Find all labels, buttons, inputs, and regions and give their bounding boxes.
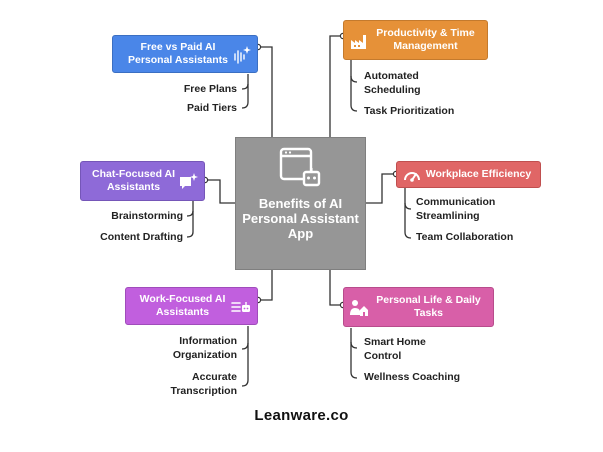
link-chat [205, 179, 235, 204]
link-paid-tiers [241, 74, 249, 109]
leaf-free-plans: Free Plans [183, 83, 237, 95]
link-productivity [329, 35, 343, 137]
person-home-icon [350, 300, 368, 316]
leaf-smart-home-control-1: Smart Home [364, 336, 426, 348]
link-smart-home [350, 341, 358, 349]
category-label: Workplace Efficiency [425, 168, 532, 180]
link-work [258, 270, 273, 301]
link-personal [329, 270, 343, 306]
leaf-paid-tiers: Paid Tiers [187, 102, 237, 114]
leaf-accurate-transcription-2: Transcription [170, 385, 237, 397]
center-node: Benefits of AI Personal Assistant App [235, 137, 366, 270]
leaf-wellness-coaching: Wellness Coaching [364, 371, 461, 383]
gauge-icon [404, 172, 420, 182]
category-chat: Chat-Focused AI Assistants [80, 161, 205, 201]
category-label: Free vs Paid AI Personal Assistants [128, 41, 228, 66]
leaf-accurate-transcription-1: Accurate [192, 371, 237, 383]
link-content-drafting [186, 200, 194, 238]
link-automated-scheduling [350, 75, 358, 83]
robot-window-icon [279, 147, 321, 187]
leaf-information-organization-1: Information [179, 335, 237, 347]
center-title: Benefits of AI Personal Assistant App [242, 196, 359, 241]
leaf-team-collaboration: Team Collaboration [416, 231, 514, 243]
link-brainstorming [186, 210, 194, 217]
category-free-vs-paid: Free vs Paid AI Personal Assistants [112, 35, 258, 73]
chat-sparkle-icon [180, 173, 198, 189]
leaf-brainstorming: Brainstorming [111, 210, 183, 222]
category-personal: Personal Life & Daily Tasks [343, 287, 494, 327]
leaf-automated-scheduling-1: Automated [364, 70, 419, 82]
link-free-plans [241, 83, 249, 90]
link-task-prioritization [350, 60, 358, 112]
list-robot-icon [231, 302, 250, 312]
category-label: Productivity & Time Management [376, 27, 475, 52]
leaf-communication-streamlining-2: Streamlining [416, 210, 480, 222]
category-label: Work-Focused AI Assistants [139, 293, 226, 318]
link-workplace [366, 173, 396, 204]
category-productivity: Productivity & Time Management [343, 20, 488, 60]
leaf-content-drafting: Content Drafting [100, 231, 183, 243]
sound-wave-sparkle-icon [234, 46, 251, 64]
link-free-vs-paid [258, 46, 273, 137]
category-label: Chat-Focused AI Assistants [91, 168, 176, 193]
link-communication [404, 202, 412, 210]
factory-icon [351, 35, 366, 49]
leaf-smart-home-control-2: Control [364, 350, 402, 362]
link-transcription [241, 326, 249, 387]
leaf-automated-scheduling-2: Scheduling [364, 84, 421, 96]
leaf-information-organization-2: Organization [172, 349, 237, 361]
category-label: Personal Life & Daily Tasks [376, 294, 481, 319]
leaf-communication-streamlining-1: Communication [416, 196, 496, 208]
link-wellness [350, 328, 358, 379]
link-information [241, 342, 249, 350]
brand-footer: Leanware.co [254, 407, 349, 424]
category-workplace: Workplace Efficiency [396, 161, 541, 188]
leaf-task-prioritization: Task Prioritization [364, 105, 455, 117]
category-work: Work-Focused AI Assistants [125, 287, 258, 325]
link-team-collaboration [404, 186, 412, 239]
